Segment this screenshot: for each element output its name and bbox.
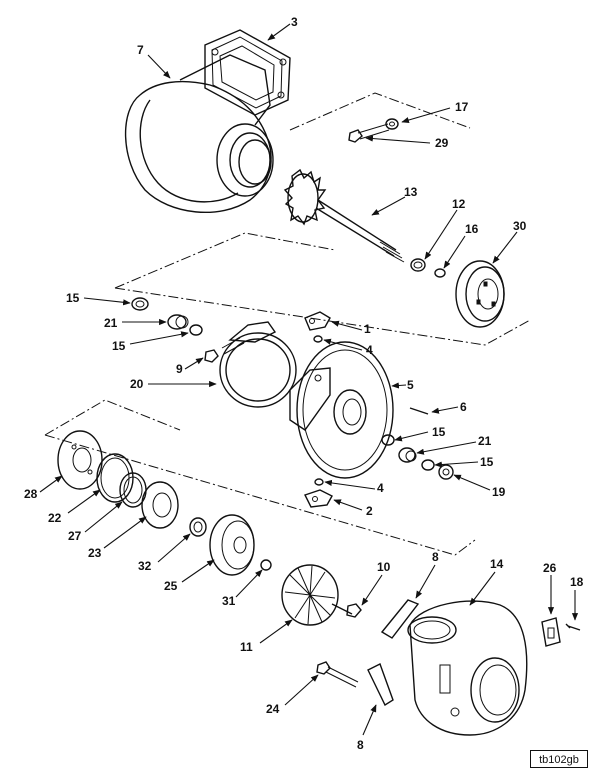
thrust-plate-28 [57,430,103,490]
callout-30: 30 [513,219,527,233]
compressor-wheel [281,564,353,626]
shaft-and-wheel [283,168,405,263]
callout-5: 5 [407,378,414,392]
lockwasher-17 [385,118,399,130]
callout-13: 13 [404,185,418,199]
callout-22: 22 [48,511,62,525]
callout-19: 19 [492,485,506,499]
v-band-clamp [219,321,297,408]
callout-15-d: 15 [480,455,494,469]
callout-1: 1 [364,322,371,336]
tag-26 [541,617,561,647]
plate-1 [304,311,331,331]
callout-15-b: 15 [112,339,126,353]
callout-8-a: 8 [432,550,439,564]
o-ring-4-lower [314,478,324,486]
callout-20: 20 [130,377,144,391]
callout-15-c: 15 [432,425,446,439]
callout-9: 9 [176,362,183,376]
seal-ring-21-upper [167,314,189,330]
callout-10: 10 [377,560,391,574]
insert-30 [455,260,505,328]
seal-ring-21-right [398,447,417,463]
plate-23 [141,481,179,529]
sleeve-31 [260,559,272,571]
callout-7: 7 [137,43,144,57]
center-lines [44,92,531,556]
snap-ring-15-right-2 [421,459,435,471]
pin-6 [409,407,429,415]
screw-18 [565,623,581,631]
callout-8-b: 8 [357,738,364,752]
nut-9 [204,349,219,363]
callout-4-a: 4 [366,343,373,357]
clamp-plate-8-lower [367,663,394,707]
snap-ring-15-right [381,434,395,446]
turbine-housing [124,54,274,214]
callout-4-b: 4 [377,481,384,495]
callout-labels: 3 7 17 29 13 12 16 30 15 21 15 9 1 4 20 … [24,15,584,752]
turbine-flange [204,29,291,116]
capscrew-24 [316,661,359,688]
callout-24: 24 [266,702,280,716]
callout-17: 17 [455,100,469,114]
callout-32: 32 [138,559,152,573]
snap-ring-15-upper [131,297,149,311]
leader-lines [39,23,579,736]
callout-3: 3 [291,15,298,29]
plate-2 [304,489,333,508]
ring-22 [96,453,134,503]
callout-23: 23 [88,546,102,560]
clamp-plate-8-upper [380,599,420,639]
callout-29: 29 [435,136,449,150]
callout-16: 16 [465,222,479,236]
callout-18: 18 [570,575,584,589]
callout-25: 25 [164,579,178,593]
callout-31: 31 [222,594,236,608]
ring-12 [410,258,426,272]
insert-25 [209,514,255,576]
callout-27: 27 [68,529,82,543]
callout-11: 11 [240,640,253,654]
callout-6: 6 [460,400,467,414]
collar-19 [438,464,454,480]
callout-21-a: 21 [104,316,118,330]
callout-26: 26 [543,561,557,575]
callout-12: 12 [452,197,466,211]
callout-15-a: 15 [66,291,80,305]
nut-10 [346,603,362,618]
o-ring-4-upper [313,335,323,343]
sleeve-32 [189,517,207,537]
capscrew-29 [348,123,390,143]
callout-28: 28 [24,487,38,501]
callout-2: 2 [366,504,373,518]
snap-ring-15-upper-2 [189,324,203,336]
callout-14: 14 [490,557,504,571]
bearing-housing [289,341,394,479]
callout-21-b: 21 [478,434,492,448]
ring-16 [434,268,446,278]
figure-code-label: tb102gb [530,750,588,768]
compressor-housing [407,600,528,736]
